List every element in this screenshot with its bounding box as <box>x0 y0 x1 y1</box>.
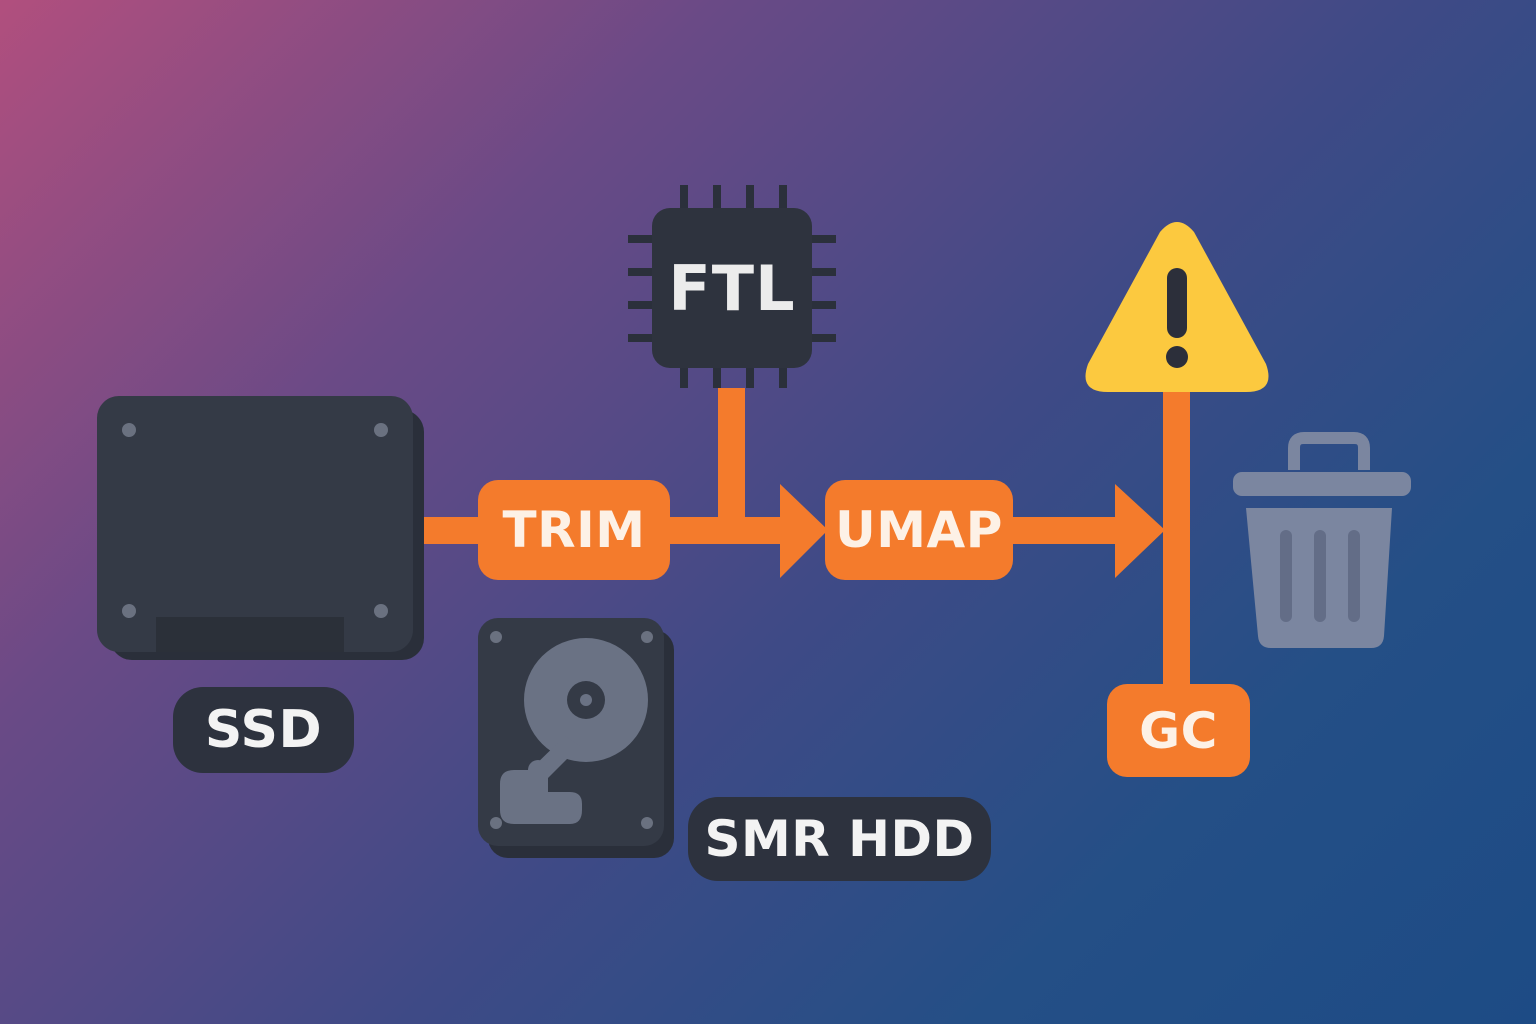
ssd-label: SSD <box>173 687 354 773</box>
ftl-label: FTL <box>668 251 796 325</box>
hdd-icon <box>478 618 674 858</box>
arrow-head-umap <box>780 484 828 578</box>
connector-umap-junction <box>1005 517 1130 544</box>
flow-connectors <box>420 388 1190 688</box>
chip-icon <box>628 185 836 388</box>
trash-icon <box>1233 432 1411 648</box>
smr-hdd-label: SMR HDD <box>688 797 991 881</box>
umap-label: UMAP <box>825 480 1013 580</box>
trim-label: TRIM <box>478 480 670 580</box>
connector-ftl-down <box>718 388 745 538</box>
gc-label: GC <box>1107 684 1250 777</box>
arrow-head-junction <box>1115 484 1165 578</box>
connector-warning-gc <box>1163 388 1190 688</box>
ssd-icon <box>97 396 424 660</box>
warning-icon <box>1085 222 1269 392</box>
